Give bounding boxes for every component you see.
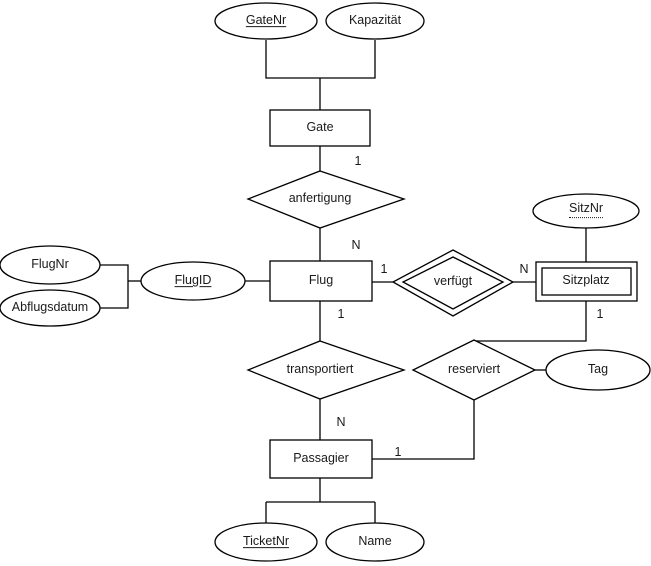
attribute-flugnr-shape[interactable]	[0, 245, 101, 285]
attribute-kapazitaet-shape[interactable]	[325, 2, 425, 40]
cardinality-passagier-reserviert: 1	[394, 445, 402, 459]
cardinality-gate-anfertigung: 1	[354, 154, 362, 168]
attribute-sitznr-shape[interactable]	[532, 193, 640, 229]
relationship-reserviert-shape[interactable]	[411, 339, 537, 401]
cardinality-flug-verfuegt: 1	[380, 262, 388, 276]
cardinality-verfuegt-sitzplatz: N	[519, 262, 529, 276]
attribute-flugid-shape[interactable]	[140, 261, 246, 301]
connector-passagier-reserviert	[372, 400, 475, 460]
entity-passagier-shape[interactable]	[269, 439, 373, 479]
connector-flug-attribute-bus	[100, 264, 129, 309]
relationship-verfuegt-inner-shape	[401, 256, 505, 310]
attribute-ticketnr-shape[interactable]	[214, 522, 318, 562]
attribute-name-shape[interactable]	[325, 522, 425, 562]
connector-sitzplatz-reserviert	[474, 300, 587, 342]
connector-gate-attributes-bus	[265, 40, 376, 79]
attribute-tag-shape[interactable]	[545, 349, 651, 391]
cardinality-sitzplatz-reserviert: 1	[596, 307, 604, 321]
attribute-gatenr-shape[interactable]	[214, 2, 318, 40]
entity-sitzplatz-inner-shape	[541, 267, 632, 296]
relationship-transportiert-shape[interactable]	[246, 340, 406, 400]
cardinality-anfertigung-flug: N	[351, 238, 361, 252]
entity-flug-shape[interactable]	[269, 260, 373, 302]
relationship-anfertigung-shape[interactable]	[246, 170, 407, 229]
cardinality-flug-transportiert: 1	[337, 307, 345, 321]
cardinality-transportiert-passagier: N	[336, 415, 346, 429]
attribute-abflugsdatum-shape[interactable]	[0, 289, 101, 327]
entity-gate-shape[interactable]	[269, 109, 371, 147]
